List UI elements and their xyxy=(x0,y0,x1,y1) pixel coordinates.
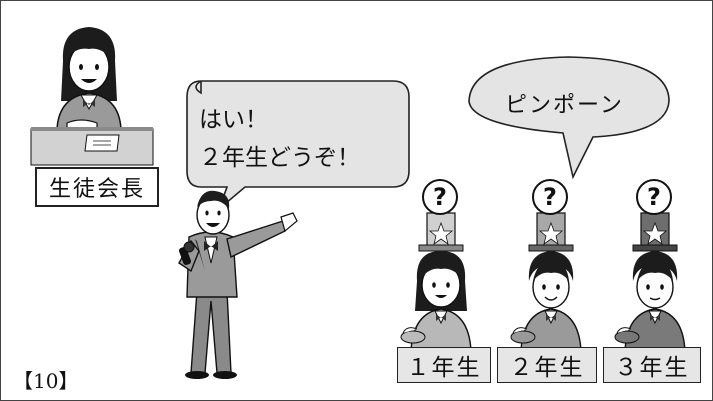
buzzer-sound-text: ピンポーン xyxy=(505,93,624,118)
grade-label-2: ２年生 xyxy=(497,347,597,383)
president-label-text: 生徒会長 xyxy=(48,177,145,202)
contestant-3 xyxy=(614,212,686,352)
question-mark-icon: ? xyxy=(422,179,458,215)
grade-label-1-text: １年生 xyxy=(406,355,482,381)
grade-label-2-text: ２年生 xyxy=(509,355,585,381)
grade-label-3-text: ３年生 xyxy=(614,355,690,381)
host-speech-text: はい！ ２年生どうぞ！ xyxy=(199,107,360,171)
grade-label-3: ３年生 xyxy=(603,347,701,383)
contestant-2 xyxy=(510,212,582,352)
question-mark-icon: ? xyxy=(636,179,672,215)
buzzer-sound-bubble xyxy=(468,56,670,180)
student-council-president xyxy=(30,27,154,166)
contestant-1 xyxy=(400,212,472,352)
problem-number: 【10】 xyxy=(13,369,79,393)
host-speech-bubble xyxy=(186,80,410,212)
president-label: 生徒会長 xyxy=(35,167,159,207)
question-mark-icon: ? xyxy=(532,179,568,215)
grade-label-1: １年生 xyxy=(397,347,491,383)
quiz-host xyxy=(178,190,298,379)
